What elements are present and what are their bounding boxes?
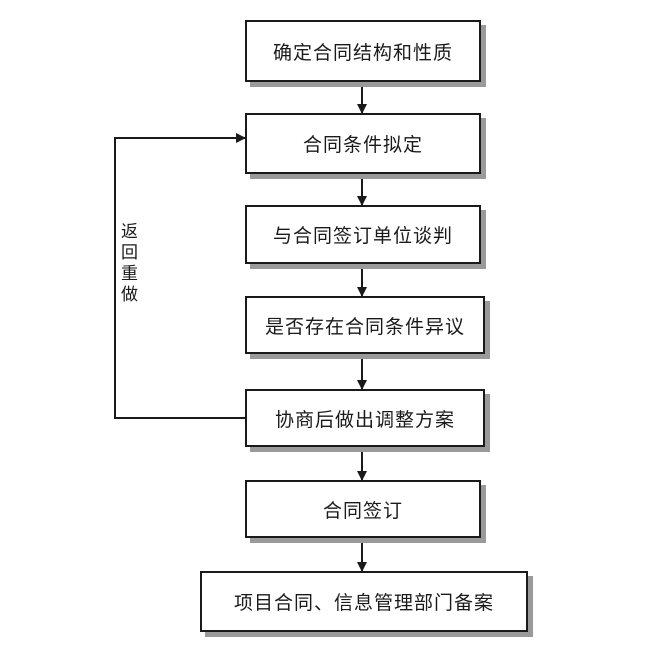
loop-back-label: 返回重做 <box>117 222 137 306</box>
step-draft-contract-terms: 合同条件拟定 <box>245 113 481 174</box>
step-sign-contract: 合同签订 <box>245 480 481 538</box>
step-negotiate-with-signing-party: 与合同签订单位谈判 <box>245 205 481 264</box>
step-determine-contract-structure: 确定合同结构和性质 <box>245 20 481 82</box>
step-make-adjustment-plan: 协商后做出调整方案 <box>245 389 485 447</box>
loop-back-arrow <box>114 133 246 419</box>
step-check-contract-objections: 是否存在合同条件异议 <box>245 296 485 354</box>
step-file-with-info-management: 项目合同、信息管理部门备案 <box>200 571 528 632</box>
